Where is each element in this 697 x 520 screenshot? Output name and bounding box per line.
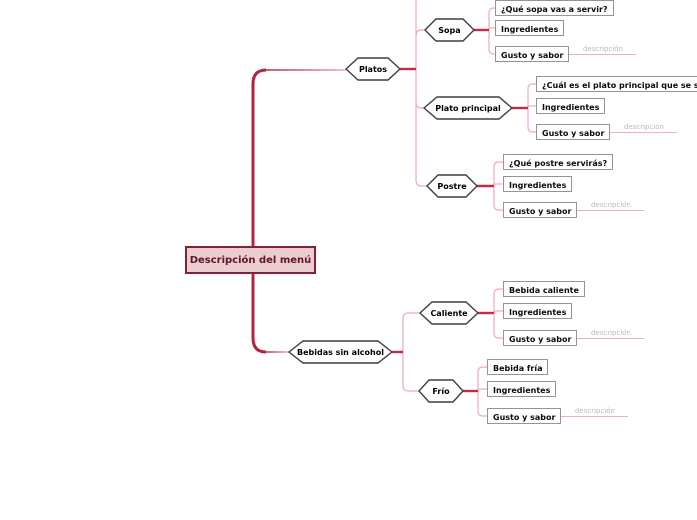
node-plato-principal-ingredientes[interactable]: Ingredientes — [536, 98, 606, 114]
note-plato-principal-descripcion[interactable]: descripción — [610, 123, 678, 133]
node-caliente-gusto-y-sabor[interactable]: Gusto y sabor — [503, 330, 578, 346]
frio-children-rail — [477, 366, 487, 417]
note-caliente-descripcion[interactable]: descripción — [577, 329, 645, 339]
node-sopa-gusto-y-sabor[interactable]: Gusto y sabor — [495, 46, 570, 62]
bebidas-rail — [402, 312, 420, 392]
node-plato-principal-gusto-y-sabor[interactable]: Gusto y sabor — [536, 124, 611, 140]
note-sopa-descripcion[interactable]: descripción — [569, 45, 637, 55]
postre-children-rail — [493, 161, 503, 211]
node-postre-gusto-y-sabor[interactable]: Gusto y sabor — [503, 202, 578, 218]
note-postre-descripcion[interactable]: descripción — [577, 201, 645, 211]
node-bebida-fria[interactable]: Bebida fría — [487, 359, 549, 375]
trunk-line-down — [251, 272, 267, 354]
plato-principal-children-rail — [527, 83, 536, 133]
root-node-descripcion-del-menu[interactable]: Descripción del menú — [185, 246, 316, 274]
node-caliente-ingredientes[interactable]: Ingredientes — [503, 303, 573, 319]
node-postre-ingredientes[interactable]: Ingredientes — [503, 176, 573, 192]
node-postre[interactable]: Postre — [437, 181, 467, 191]
node-frio[interactable]: Frío — [432, 386, 450, 396]
node-caliente[interactable]: Caliente — [430, 308, 468, 318]
node-sopa[interactable]: Sopa — [438, 25, 461, 35]
node-que-sopa[interactable]: ¿Qué sopa vas a servir? — [495, 0, 614, 16]
node-platos[interactable]: Platos — [358, 64, 388, 74]
platos-to-plato-principal — [415, 101, 424, 109]
platos-to-sopa — [415, 29, 425, 37]
node-frio-ingredientes[interactable]: Ingredientes — [487, 381, 557, 397]
node-cual-plato-principal[interactable]: ¿Cuál es el plato principal que se servi… — [536, 76, 697, 92]
node-bebidas-sin-alcohol[interactable]: Bebidas sin alcohol — [297, 347, 384, 357]
node-que-postre[interactable]: ¿Qué postre servirás? — [503, 154, 614, 170]
trunk-line-up — [251, 68, 267, 248]
node-bebida-caliente[interactable]: Bebida caliente — [503, 281, 585, 297]
node-plato-principal[interactable]: Plato principal — [435, 103, 501, 113]
caliente-children-rail — [493, 288, 503, 339]
node-sopa-ingredientes[interactable]: Ingredientes — [495, 20, 565, 36]
node-frio-gusto-y-sabor[interactable]: Gusto y sabor — [487, 408, 562, 424]
note-frio-descripcion[interactable]: descripción — [561, 407, 629, 417]
